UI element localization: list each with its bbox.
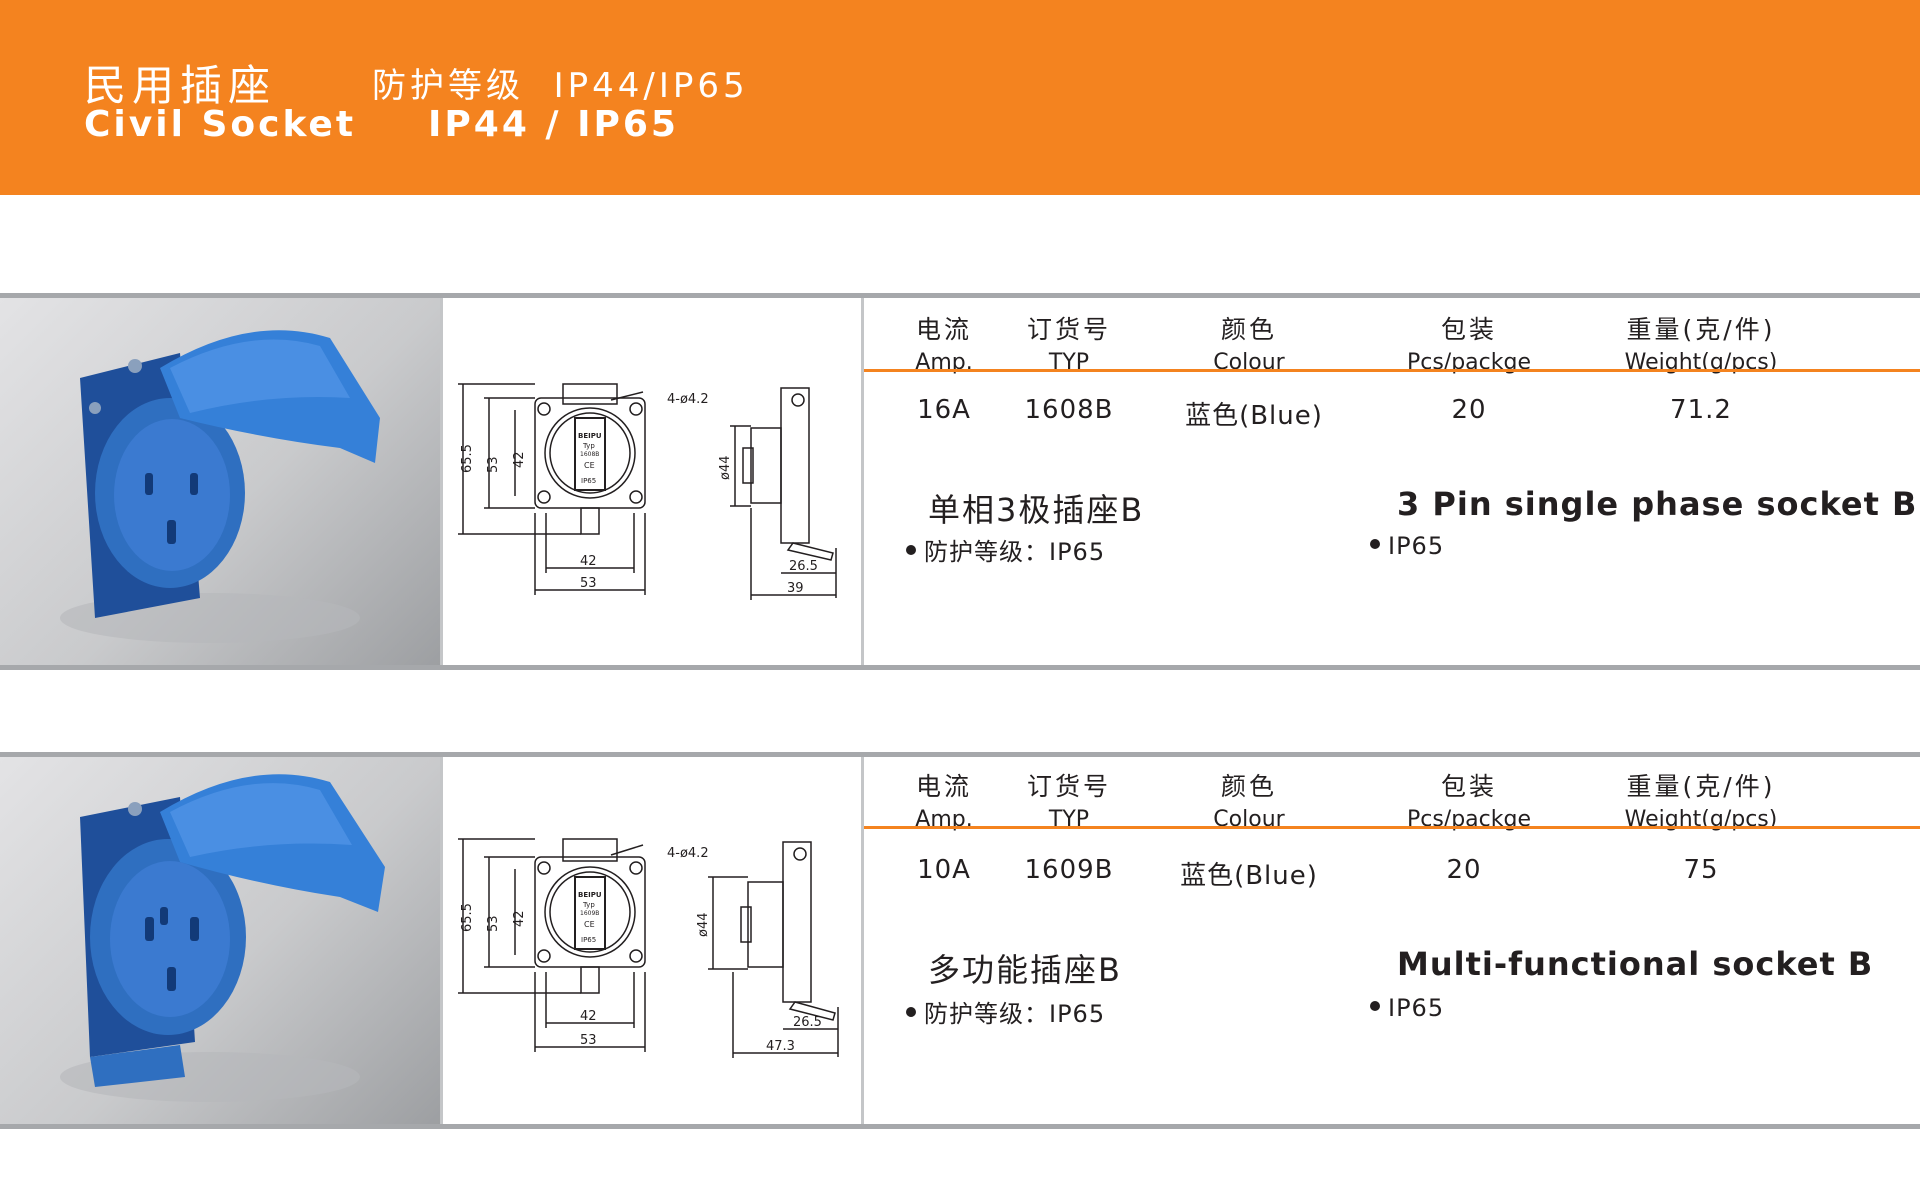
- label-ce: CE: [584, 461, 595, 470]
- dim-width-outer: 53: [580, 1033, 597, 1048]
- rating-en: IP44 / IP65: [428, 104, 679, 145]
- value-pcs: 20: [1451, 395, 1487, 425]
- socket-image: [60, 774, 385, 1102]
- col-header-weight: 重量(克/件)Weight(g/pcs): [1624, 315, 1778, 375]
- protection-en: IP65: [1370, 994, 1444, 1022]
- product-row-2: 4-ø4.2 65.5 53 42 42 53 ø44 26.5 47.3 BE…: [0, 752, 1920, 1129]
- dim-hole: 4-ø4.2: [667, 392, 709, 407]
- label-typ: Typ: [582, 901, 595, 909]
- product-photo: [0, 298, 440, 665]
- divider: [0, 293, 1920, 298]
- divider: [0, 752, 1920, 757]
- product-photo: [0, 757, 440, 1124]
- dim-height-inner: 42: [512, 910, 527, 927]
- divider: [0, 665, 1920, 670]
- dim-depth-outer: 39: [787, 581, 804, 596]
- dim-depth-outer: 47.3: [766, 1039, 795, 1054]
- value-pcs: 20: [1446, 855, 1482, 885]
- product-name-en: Multi-functional socket B: [1397, 945, 1874, 983]
- orange-rule: [864, 369, 1920, 372]
- label-brand: BEIPU: [578, 891, 602, 899]
- dim-depth-inner: 26.5: [793, 1015, 822, 1030]
- divider: [0, 1124, 1920, 1129]
- value-weight: 71.2: [1670, 395, 1732, 425]
- dim-height-outer: 65.5: [460, 444, 475, 473]
- product-name-en: 3 Pin single phase socket B: [1397, 485, 1918, 523]
- technical-drawing: 4-ø4.2 65.5 53 42 42 53 ø44 26.5 39 BEIP…: [443, 298, 861, 665]
- technical-drawing: 4-ø4.2 65.5 53 42 42 53 ø44 26.5 47.3 BE…: [443, 757, 861, 1124]
- protection-zh: 防护等级：IP65: [906, 532, 1105, 567]
- dim-height-outer: 65.5: [460, 903, 475, 932]
- label-ce: CE: [584, 920, 595, 929]
- dim-diameter: ø44: [718, 456, 733, 481]
- dim-height-mid: 53: [486, 456, 501, 473]
- dim-width-inner: 42: [580, 554, 597, 569]
- product-name-zh: 单相3极插座B: [928, 491, 1145, 529]
- bullet-icon: [1370, 539, 1380, 549]
- dim-diameter: ø44: [696, 913, 711, 938]
- value-colour: 蓝色(Blue): [1180, 861, 1318, 891]
- protection-zh: 防护等级：IP65: [906, 994, 1105, 1029]
- header-banner: 民用插座 防护等级 IP44/IP65 Civil Socket IP44 / …: [0, 0, 1920, 195]
- label-number: 1609B: [580, 910, 599, 917]
- bullet-icon: [1370, 1001, 1380, 1011]
- value-weight: 75: [1683, 855, 1719, 885]
- title-zh: 民用插座: [84, 61, 277, 110]
- label-number: 1608B: [580, 451, 599, 458]
- label-ip: IP65: [581, 477, 596, 485]
- divider: [861, 757, 864, 1124]
- orange-rule: [864, 826, 1920, 829]
- divider: [440, 298, 443, 665]
- value-typ: 1609B: [1024, 855, 1114, 885]
- value-amp: 10A: [917, 855, 971, 885]
- product-name-zh: 多功能插座B: [928, 951, 1122, 989]
- divider: [440, 757, 443, 1124]
- label-ip: IP65: [581, 936, 596, 944]
- label-typ: Typ: [582, 442, 595, 450]
- dim-depth-inner: 26.5: [789, 559, 818, 574]
- rating-zh: 防护等级 IP44/IP65: [372, 66, 749, 106]
- dim-height-mid: 53: [486, 915, 501, 932]
- label-brand: BEIPU: [578, 432, 602, 440]
- dim-hole: 4-ø4.2: [667, 846, 709, 861]
- dim-width-inner: 42: [580, 1009, 597, 1024]
- title-en: Civil Socket: [84, 104, 357, 145]
- value-typ: 1608B: [1024, 395, 1114, 425]
- value-colour: 蓝色(Blue): [1185, 401, 1323, 431]
- col-header-weight: 重量(克/件)Weight(g/pcs): [1624, 772, 1778, 832]
- dim-height-inner: 42: [512, 451, 527, 468]
- product-row-1: 4-ø4.2 65.5 53 42 42 53 ø44 26.5 39 BEIP…: [0, 293, 1920, 670]
- divider: [861, 298, 864, 665]
- bullet-icon: [906, 545, 916, 555]
- dim-width-outer: 53: [580, 576, 597, 591]
- protection-en: IP65: [1370, 532, 1444, 560]
- bullet-icon: [906, 1007, 916, 1017]
- socket-image: [60, 330, 380, 643]
- value-amp: 16A: [917, 395, 971, 425]
